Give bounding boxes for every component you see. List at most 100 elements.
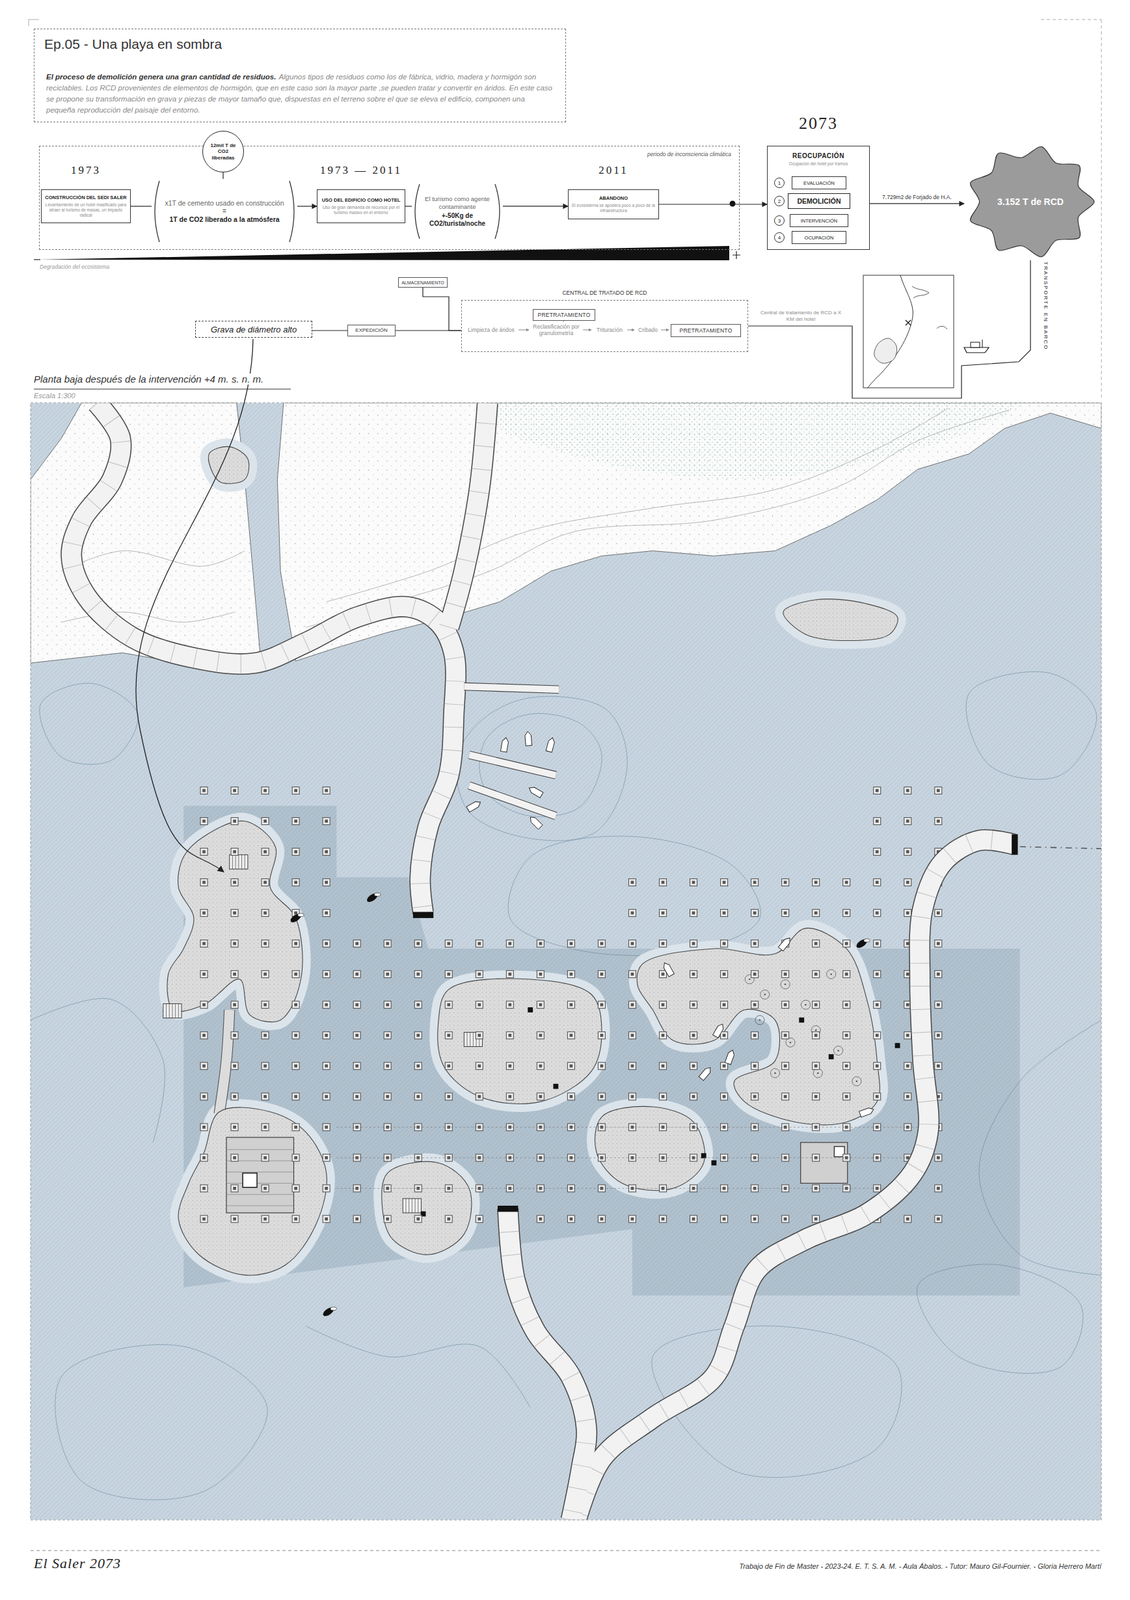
pillar-core xyxy=(845,941,849,946)
pillar xyxy=(261,909,269,917)
pillar xyxy=(200,817,208,825)
stair-step xyxy=(472,1032,474,1047)
pillar xyxy=(292,1092,300,1101)
pillar xyxy=(292,1123,300,1131)
pillar-outline xyxy=(597,940,606,948)
pillar-core xyxy=(202,1003,206,1007)
pillar-outline xyxy=(353,1215,361,1223)
pillar xyxy=(690,1001,698,1009)
sea xyxy=(30,402,1102,1520)
pillar-core xyxy=(539,1094,543,1099)
barge-hull xyxy=(964,347,989,353)
pillar xyxy=(506,1062,514,1070)
pillar xyxy=(200,786,208,794)
pier-edge xyxy=(469,785,556,816)
pillar xyxy=(536,1062,544,1070)
pillar-core xyxy=(661,1094,665,1099)
pillar-core xyxy=(936,1064,941,1068)
pillar-core xyxy=(539,1003,543,1007)
pillar-core xyxy=(783,911,788,915)
gravel-texture xyxy=(178,1107,327,1276)
pillar xyxy=(200,1062,208,1070)
pillar-outline xyxy=(230,1215,239,1223)
pillar xyxy=(292,1001,300,1009)
depth-contour xyxy=(456,696,628,841)
pillar xyxy=(322,909,330,917)
pillar-outline xyxy=(261,878,269,887)
pillar xyxy=(261,878,269,887)
pillar-outline xyxy=(444,970,453,978)
pillar xyxy=(353,1215,361,1223)
pillar-core xyxy=(875,972,879,976)
pillar-core xyxy=(906,1217,910,1221)
node-text: 2 xyxy=(778,198,781,205)
pillar-core xyxy=(845,1064,849,1068)
depth-contour xyxy=(508,835,761,956)
wake xyxy=(863,938,870,942)
pillar-outline xyxy=(230,1031,239,1039)
node-text: 2011 xyxy=(542,163,685,177)
pillar-outline xyxy=(230,786,239,794)
node-text: 12mil T de CO2 liberadas xyxy=(206,142,240,162)
pillar xyxy=(934,909,942,917)
tree-trunk xyxy=(817,1072,820,1075)
pillar xyxy=(873,1001,881,1009)
walkway xyxy=(508,1208,587,1520)
walkway-joint xyxy=(448,402,488,628)
pillar-core xyxy=(508,972,512,976)
pillar xyxy=(230,817,239,825)
pillar-outline xyxy=(690,1215,698,1223)
pillar-core xyxy=(936,819,941,823)
pillar xyxy=(904,817,912,825)
pillar-outline xyxy=(353,940,361,948)
project-signature: El Saler 2073 xyxy=(33,1554,122,1572)
pillar-outline xyxy=(934,1031,942,1039)
pillar xyxy=(322,1184,330,1192)
pillar-outline xyxy=(751,909,759,917)
node-text: ALMACENAMIENTO xyxy=(401,279,445,286)
pillar-outline xyxy=(690,1001,698,1009)
gravel-destination-arrow xyxy=(135,338,254,872)
tree-trunk xyxy=(830,973,833,976)
pillar-core xyxy=(416,1033,420,1037)
pillar-outline xyxy=(781,909,790,917)
pillar-core xyxy=(446,1217,451,1221)
pillar-outline xyxy=(261,1031,269,1039)
pillar-core xyxy=(232,880,237,885)
pillar-outline xyxy=(383,970,391,978)
process-arrow xyxy=(660,329,669,331)
pillar-outline xyxy=(751,878,759,887)
pillar-core xyxy=(936,911,941,915)
pillar-core xyxy=(202,789,206,793)
figure xyxy=(798,1017,805,1023)
flow-connector xyxy=(405,205,412,207)
pillar xyxy=(322,1154,330,1162)
pillar-core xyxy=(232,1156,237,1160)
pillar xyxy=(292,940,300,948)
stair-step xyxy=(244,854,246,870)
pillar-outline xyxy=(843,1031,851,1039)
pillar-core xyxy=(324,880,328,885)
process-arrow xyxy=(582,329,592,331)
pillar-outline xyxy=(444,1031,453,1039)
walkway-edge xyxy=(508,1208,587,1520)
node-text: CENTRAL DE TRATADO DE RCD xyxy=(461,289,748,296)
pillar-core xyxy=(263,1125,267,1129)
gravel-texture xyxy=(636,927,880,1125)
pillar-core xyxy=(783,1003,788,1007)
walkway xyxy=(576,839,1015,1520)
pillar xyxy=(720,970,728,978)
pillar-outline xyxy=(597,1215,606,1223)
step-number: 2 xyxy=(774,195,785,207)
pillar-core xyxy=(385,1064,390,1068)
pillar-core xyxy=(600,941,604,946)
node-text: OCUPACIÓN xyxy=(804,234,835,241)
pillar-core xyxy=(508,1003,512,1007)
pillar xyxy=(230,786,239,794)
pillar xyxy=(230,909,239,917)
pillar xyxy=(934,1001,942,1009)
pillar xyxy=(873,1031,881,1039)
pillar-outline xyxy=(690,1062,698,1070)
pillar xyxy=(659,940,667,948)
pillar xyxy=(934,1184,942,1192)
